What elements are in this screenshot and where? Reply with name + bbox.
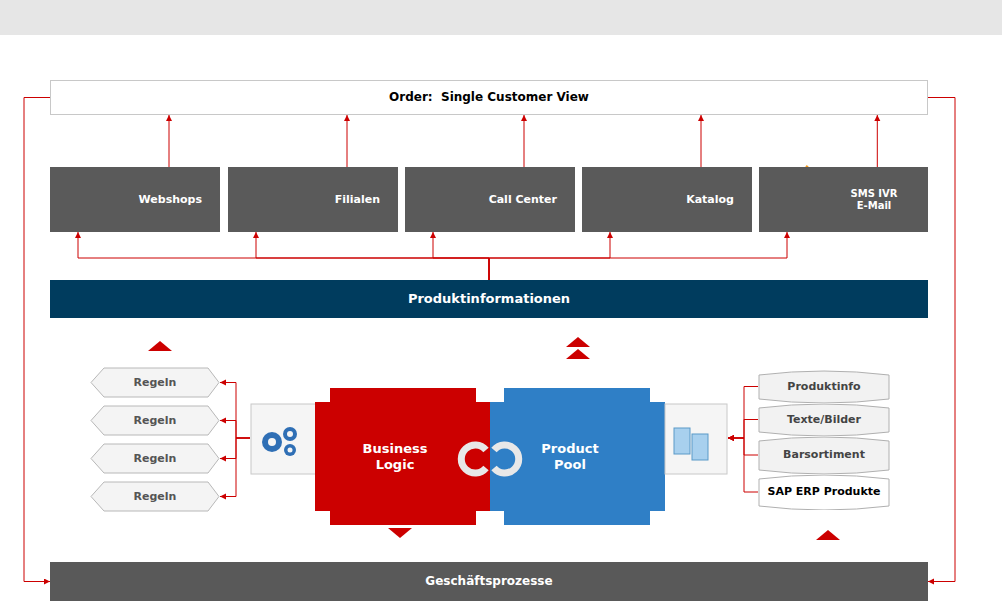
rule-box: Regeln	[90, 405, 220, 436]
node-label: SAP ERP Produkte	[768, 485, 881, 498]
connector	[728, 438, 758, 455]
node-label: Call Center	[489, 193, 557, 206]
connector	[728, 387, 758, 439]
node-label: Order: Single Customer View	[389, 90, 589, 104]
node-label: Produktinfo	[787, 380, 860, 393]
connector	[24, 98, 50, 582]
database-disk: Produktinfo	[758, 370, 890, 403]
rule-box: Regeln	[90, 443, 220, 474]
product-pool-block: Product Pool	[490, 388, 728, 525]
node-label: SMS IVR E-Mail	[848, 188, 900, 212]
connector	[433, 232, 489, 280]
channel-box: SMS IVR E-Mail	[759, 167, 928, 232]
node-label: Texte/Bilder	[787, 413, 861, 426]
rule-box: Regeln	[90, 367, 220, 398]
block-arrows	[148, 337, 840, 540]
node-label: Geschäftsprozesse	[425, 574, 552, 588]
node-label: Produktinformationen	[408, 291, 570, 307]
channel-box: Filialen	[228, 167, 398, 232]
top-bar	[0, 0, 1002, 35]
connector	[220, 421, 250, 439]
shape	[250, 388, 490, 525]
node-label: Filialen	[335, 193, 380, 206]
connector	[489, 232, 787, 280]
node-label: Webshops	[139, 193, 202, 206]
connector	[524, 115, 525, 167]
node-label: Regeln	[134, 452, 177, 465]
channel-box: Katalog	[582, 167, 752, 232]
connector	[220, 383, 250, 439]
connector	[256, 232, 489, 280]
node-label: Business Logic	[350, 441, 440, 472]
connector	[220, 438, 250, 497]
shape	[490, 388, 728, 525]
connector	[220, 438, 250, 459]
node-label: Product Pool	[530, 441, 610, 472]
info-band: Produktinformationen	[50, 280, 928, 318]
connector	[78, 232, 489, 280]
database-disk: Texte/Bilder	[758, 403, 890, 436]
process-band: Geschäftsprozesse	[50, 562, 928, 601]
business-logic-block: Business Logic	[250, 388, 490, 525]
rule-box: Regeln	[90, 481, 220, 512]
channel-box: Webshops	[50, 167, 220, 232]
connector	[489, 232, 610, 280]
connector	[877, 115, 878, 167]
node-label: Katalog	[686, 193, 734, 206]
node-label: Regeln	[134, 490, 177, 503]
connector	[701, 115, 702, 167]
connector	[928, 98, 955, 582]
database-disk: Barsortiment	[758, 436, 890, 474]
connector	[347, 115, 348, 167]
node-label: Barsortiment	[783, 448, 865, 461]
channel-box: Call Center	[405, 167, 575, 232]
connector	[728, 438, 758, 492]
connector	[728, 420, 758, 439]
order-box: Order: Single Customer View	[50, 80, 928, 115]
connector	[169, 115, 170, 167]
database-disk: SAP ERP Produkte	[758, 474, 890, 510]
node-label: Regeln	[134, 376, 177, 389]
node-label: Regeln	[134, 414, 177, 427]
